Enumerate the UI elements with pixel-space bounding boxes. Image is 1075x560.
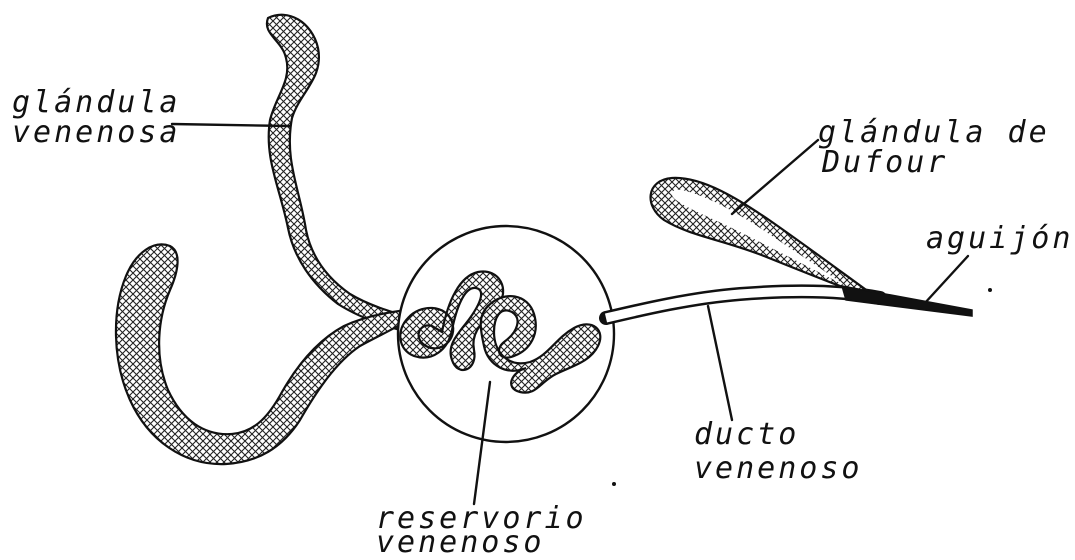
label-sting: aguijón	[926, 222, 1073, 256]
pointer-duct	[708, 306, 732, 420]
dufour-gland-center	[672, 190, 846, 286]
label-dufour-line2: Dufour	[822, 146, 948, 180]
label-venom-duct-line2: venenoso	[694, 452, 863, 486]
pointer-sting	[924, 256, 968, 304]
venom-gland-upper	[267, 15, 412, 332]
venom-gland-lower	[116, 244, 412, 464]
speck	[612, 482, 616, 486]
speck	[988, 288, 992, 292]
sting	[842, 286, 972, 316]
label-venom-gland-line2: venenosa	[12, 116, 181, 150]
pointer-dufour	[732, 140, 818, 214]
label-venom-duct-line1: ducto	[694, 418, 799, 452]
label-reservoir-line2: venenoso	[376, 526, 545, 560]
